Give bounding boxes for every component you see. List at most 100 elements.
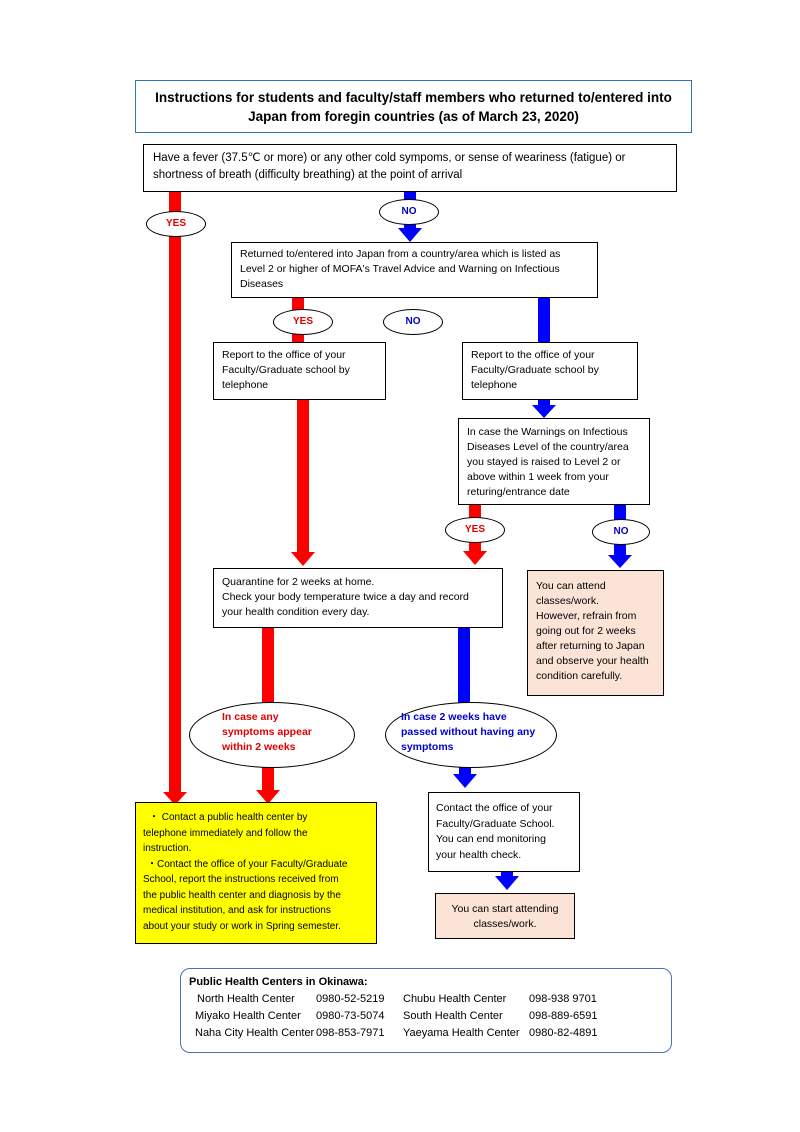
center-name: Yaeyama Health Center bbox=[403, 1027, 520, 1039]
title-line-2: Japan from foregin countries (as of Marc… bbox=[248, 109, 579, 124]
symptoms-appear-oval bbox=[189, 702, 355, 768]
health-centers-panel: Public Health Centers in Okinawa: North … bbox=[180, 968, 672, 1053]
country-yes-text: YES bbox=[292, 316, 313, 327]
warning-line-2: Diseases Level of the country/area bbox=[467, 441, 629, 453]
warning-yes-label: YES bbox=[445, 517, 505, 543]
contact-line-2: telephone immediately and follow the bbox=[143, 827, 308, 839]
can-attend-box: You can attend classes/work. However, re… bbox=[527, 570, 664, 696]
quarantine-line-3: your health condition every day. bbox=[222, 606, 370, 618]
end-line-1: Contact the office of your bbox=[436, 802, 553, 814]
passed-line-3: symptoms bbox=[401, 741, 454, 753]
report-left-line-3: telephone bbox=[222, 379, 269, 391]
country-line-3: Diseases bbox=[240, 278, 284, 290]
center-phone: 098-853-7971 bbox=[316, 1027, 385, 1039]
warning-line-4: above within 1 week from your bbox=[467, 471, 609, 483]
fever-no-text: NO bbox=[401, 206, 417, 217]
arrowhead-fever-yes bbox=[163, 792, 187, 805]
center-phone: 0980-82-4891 bbox=[529, 1027, 598, 1039]
symptoms-line-1: In case any bbox=[222, 711, 279, 723]
report-left-box: Report to the office of your Faculty/Gra… bbox=[213, 342, 386, 400]
report-right-line-2: Faculty/Graduate school by bbox=[471, 364, 599, 376]
report-left-line-2: Faculty/Graduate school by bbox=[222, 364, 350, 376]
fever-no-label: NO bbox=[379, 199, 439, 225]
report-right-line-1: Report to the office of your bbox=[471, 349, 595, 361]
warning-no-label: NO bbox=[592, 519, 650, 545]
contact-line-8: about your study or work in Spring semes… bbox=[143, 920, 341, 932]
contact-line-4: ・Contact the office of your Faculty/Grad… bbox=[147, 858, 348, 870]
report-right-line-3: telephone bbox=[471, 379, 518, 391]
fever-line-1: Have a fever (37.5℃ or more) or any othe… bbox=[153, 152, 626, 164]
center-phone: 098-889-6591 bbox=[529, 1010, 598, 1022]
two-weeks-passed-oval bbox=[385, 702, 557, 768]
page-title: Instructions for students and faculty/st… bbox=[135, 80, 692, 133]
country-line-1: Returned to/entered into Japan from a co… bbox=[240, 248, 561, 260]
contact-health-center-box: ・ Contact a public health center by tele… bbox=[135, 802, 377, 944]
center-name: Naha City Health Center bbox=[195, 1027, 315, 1039]
attend-line-1: You can attend bbox=[536, 580, 606, 592]
start-attending-box: You can start attending classes/work. bbox=[435, 893, 575, 939]
center-name: South Health Center bbox=[403, 1010, 503, 1022]
end-monitoring-box: Contact the office of your Faculty/Gradu… bbox=[428, 792, 580, 872]
arrow-fever-yes bbox=[169, 192, 181, 794]
attend-line-5: after returning to Japan bbox=[536, 640, 645, 652]
warning-line-1: In case the Warnings on Infectious bbox=[467, 426, 628, 438]
warning-level-box: In case the Warnings on Infectious Disea… bbox=[458, 418, 650, 505]
arrowhead-report-left bbox=[291, 552, 315, 566]
center-phone: 0980-73-5074 bbox=[316, 1010, 385, 1022]
arrowhead-symptoms bbox=[256, 790, 280, 804]
end-line-3: You can end monitoring bbox=[436, 833, 546, 845]
symptoms-line-2: symptoms appear bbox=[222, 726, 312, 738]
warning-line-5: returing/entrance date bbox=[467, 486, 570, 498]
attend-line-4: going out for 2 weeks bbox=[536, 625, 636, 637]
center-phone: 0980-52-5219 bbox=[316, 993, 385, 1005]
attend-line-6: and observe your health bbox=[536, 655, 649, 667]
passed-line-2: passed without having any bbox=[401, 726, 536, 738]
arrow-passed bbox=[459, 766, 471, 776]
centers-row: Miyako Health Center 0980-73-5074 South … bbox=[189, 1008, 663, 1025]
warning-no-text: NO bbox=[613, 526, 629, 537]
contact-line-1: ・ Contact a public health center by bbox=[149, 812, 308, 823]
arrow-country-no bbox=[538, 298, 550, 342]
passed-oval-text: In case 2 weeks have passed without havi… bbox=[401, 710, 551, 755]
arrow-end bbox=[501, 872, 513, 878]
fever-yes-label: YES bbox=[146, 211, 206, 237]
end-line-2: Faculty/Graduate School. bbox=[436, 817, 555, 830]
centers-row: Naha City Health Center 098-853-7971 Yae… bbox=[189, 1025, 663, 1042]
warning-line-3: you stayed is raised to Level 2 or bbox=[467, 456, 621, 468]
arrow-report-right bbox=[538, 400, 550, 408]
passed-line-1: In case 2 weeks have bbox=[401, 711, 507, 723]
arrow-quarantine-blue bbox=[458, 628, 470, 706]
country-no-text: NO bbox=[405, 316, 421, 327]
start-line-1: You can start attending bbox=[451, 903, 559, 915]
country-question-box: Returned to/entered into Japan from a co… bbox=[231, 242, 598, 298]
centers-heading: Public Health Centers in Okinawa: bbox=[189, 976, 368, 988]
contact-line-7: medical institution, and ask for instruc… bbox=[143, 905, 331, 916]
fever-question-box: Have a fever (37.5℃ or more) or any othe… bbox=[143, 144, 677, 192]
attend-line-3: However, refrain from bbox=[536, 610, 637, 622]
center-phone: 098-938 9701 bbox=[529, 993, 597, 1005]
report-right-box: Report to the office of your Faculty/Gra… bbox=[462, 342, 638, 400]
country-no-label: NO bbox=[383, 309, 443, 335]
center-name: Miyako Health Center bbox=[195, 1010, 301, 1022]
arrowhead-end bbox=[495, 876, 519, 890]
arrowhead-passed bbox=[453, 774, 477, 788]
start-line-2: classes/work. bbox=[473, 918, 537, 930]
quarantine-line-1: Quarantine for 2 weeks at home. bbox=[222, 576, 375, 588]
arrow-quarantine-red bbox=[262, 628, 274, 706]
quarantine-line-2: Check your body temperature twice a day … bbox=[222, 591, 469, 603]
country-yes-label: YES bbox=[273, 309, 333, 335]
arrowhead-warning-yes bbox=[463, 551, 487, 565]
centers-row: North Health Center 0980-52-5219 Chubu H… bbox=[189, 991, 663, 1008]
title-line-1: Instructions for students and faculty/st… bbox=[155, 90, 672, 105]
attend-line-7: condition carefully. bbox=[536, 670, 623, 682]
arrow-report-left bbox=[297, 400, 309, 552]
arrowhead-fever-no bbox=[398, 228, 422, 242]
contact-line-5: School, report the instructions received… bbox=[143, 874, 339, 885]
attend-line-2: classes/work. bbox=[536, 595, 600, 607]
warning-yes-text: YES bbox=[464, 524, 485, 535]
arrow-symptoms bbox=[262, 766, 274, 792]
country-line-2: Level 2 or higher of MOFA's Travel Advic… bbox=[240, 263, 560, 275]
symptoms-line-3: within 2 weeks bbox=[222, 741, 296, 753]
center-name: Chubu Health Center bbox=[403, 993, 507, 1005]
contact-line-6: the public health center and diagnosis b… bbox=[143, 889, 341, 901]
